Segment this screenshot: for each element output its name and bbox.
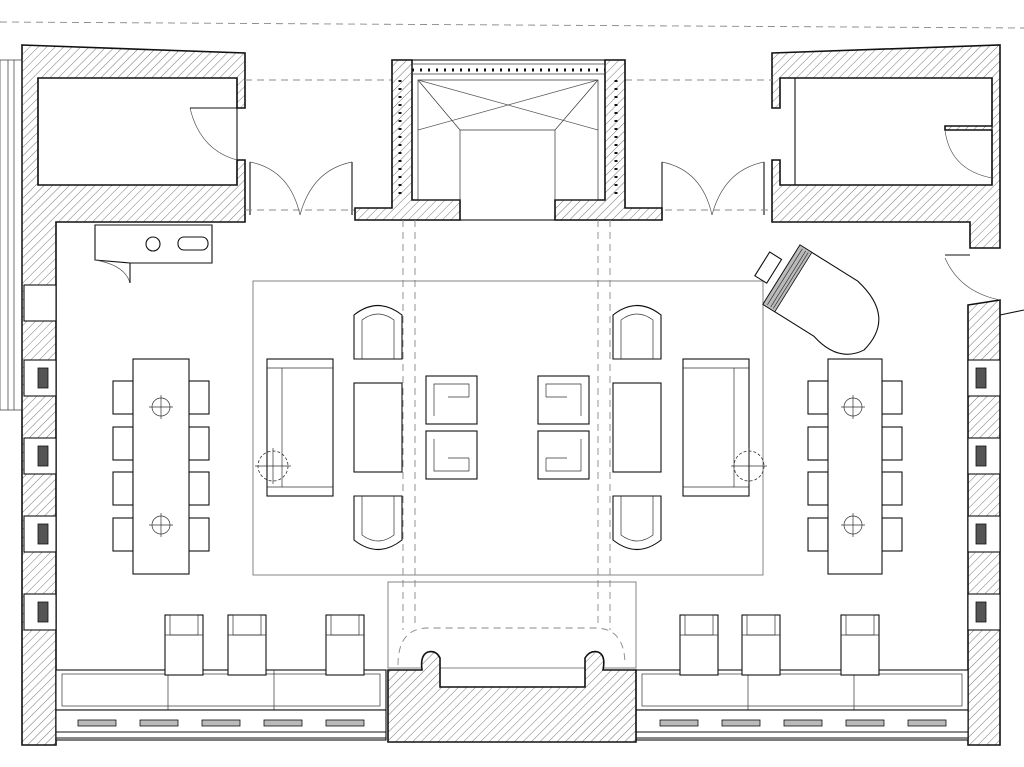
- dining-table-right: [807, 358, 903, 575]
- right-exterior-line: [999, 309, 1024, 316]
- window-seat-left: [55, 669, 387, 711]
- dining-table-left: [112, 358, 210, 575]
- right-room-inner: [794, 77, 993, 186]
- area-rug: [252, 280, 764, 576]
- right-double-doors: [661, 161, 765, 216]
- left-double-doors: [249, 161, 353, 216]
- hearth-rug: [387, 581, 637, 669]
- bottom-wall: [55, 709, 969, 741]
- right-outer-wall: [771, 44, 1001, 249]
- center-chairs: [425, 375, 590, 480]
- bay-window: [354, 59, 663, 221]
- left-room-door-arc: [189, 107, 238, 161]
- left-room-inner: [37, 77, 238, 186]
- bar-counter: [94, 224, 213, 284]
- coffee-table-left: [353, 382, 403, 473]
- grand-piano: [754, 244, 880, 355]
- sofa-left: [255, 358, 334, 497]
- right-side-door-arc: [944, 257, 1001, 301]
- runner-dash-left: [402, 220, 416, 630]
- left-exterior-window: [0, 59, 23, 411]
- right-room-door-arc: [944, 129, 993, 179]
- armchairs: [353, 304, 662, 551]
- runner-dash-right: [597, 220, 611, 630]
- right-wall-niches: [967, 359, 1001, 631]
- window-seat-right: [635, 669, 969, 711]
- left-wall-niches: [23, 284, 57, 631]
- bottom-chairs: [164, 614, 880, 676]
- hearth-dash: [397, 627, 626, 666]
- sofa-right: [682, 358, 767, 497]
- exterior-dash-line: [0, 21, 1024, 29]
- fireplace: [387, 650, 637, 743]
- coffee-table-right: [612, 382, 662, 473]
